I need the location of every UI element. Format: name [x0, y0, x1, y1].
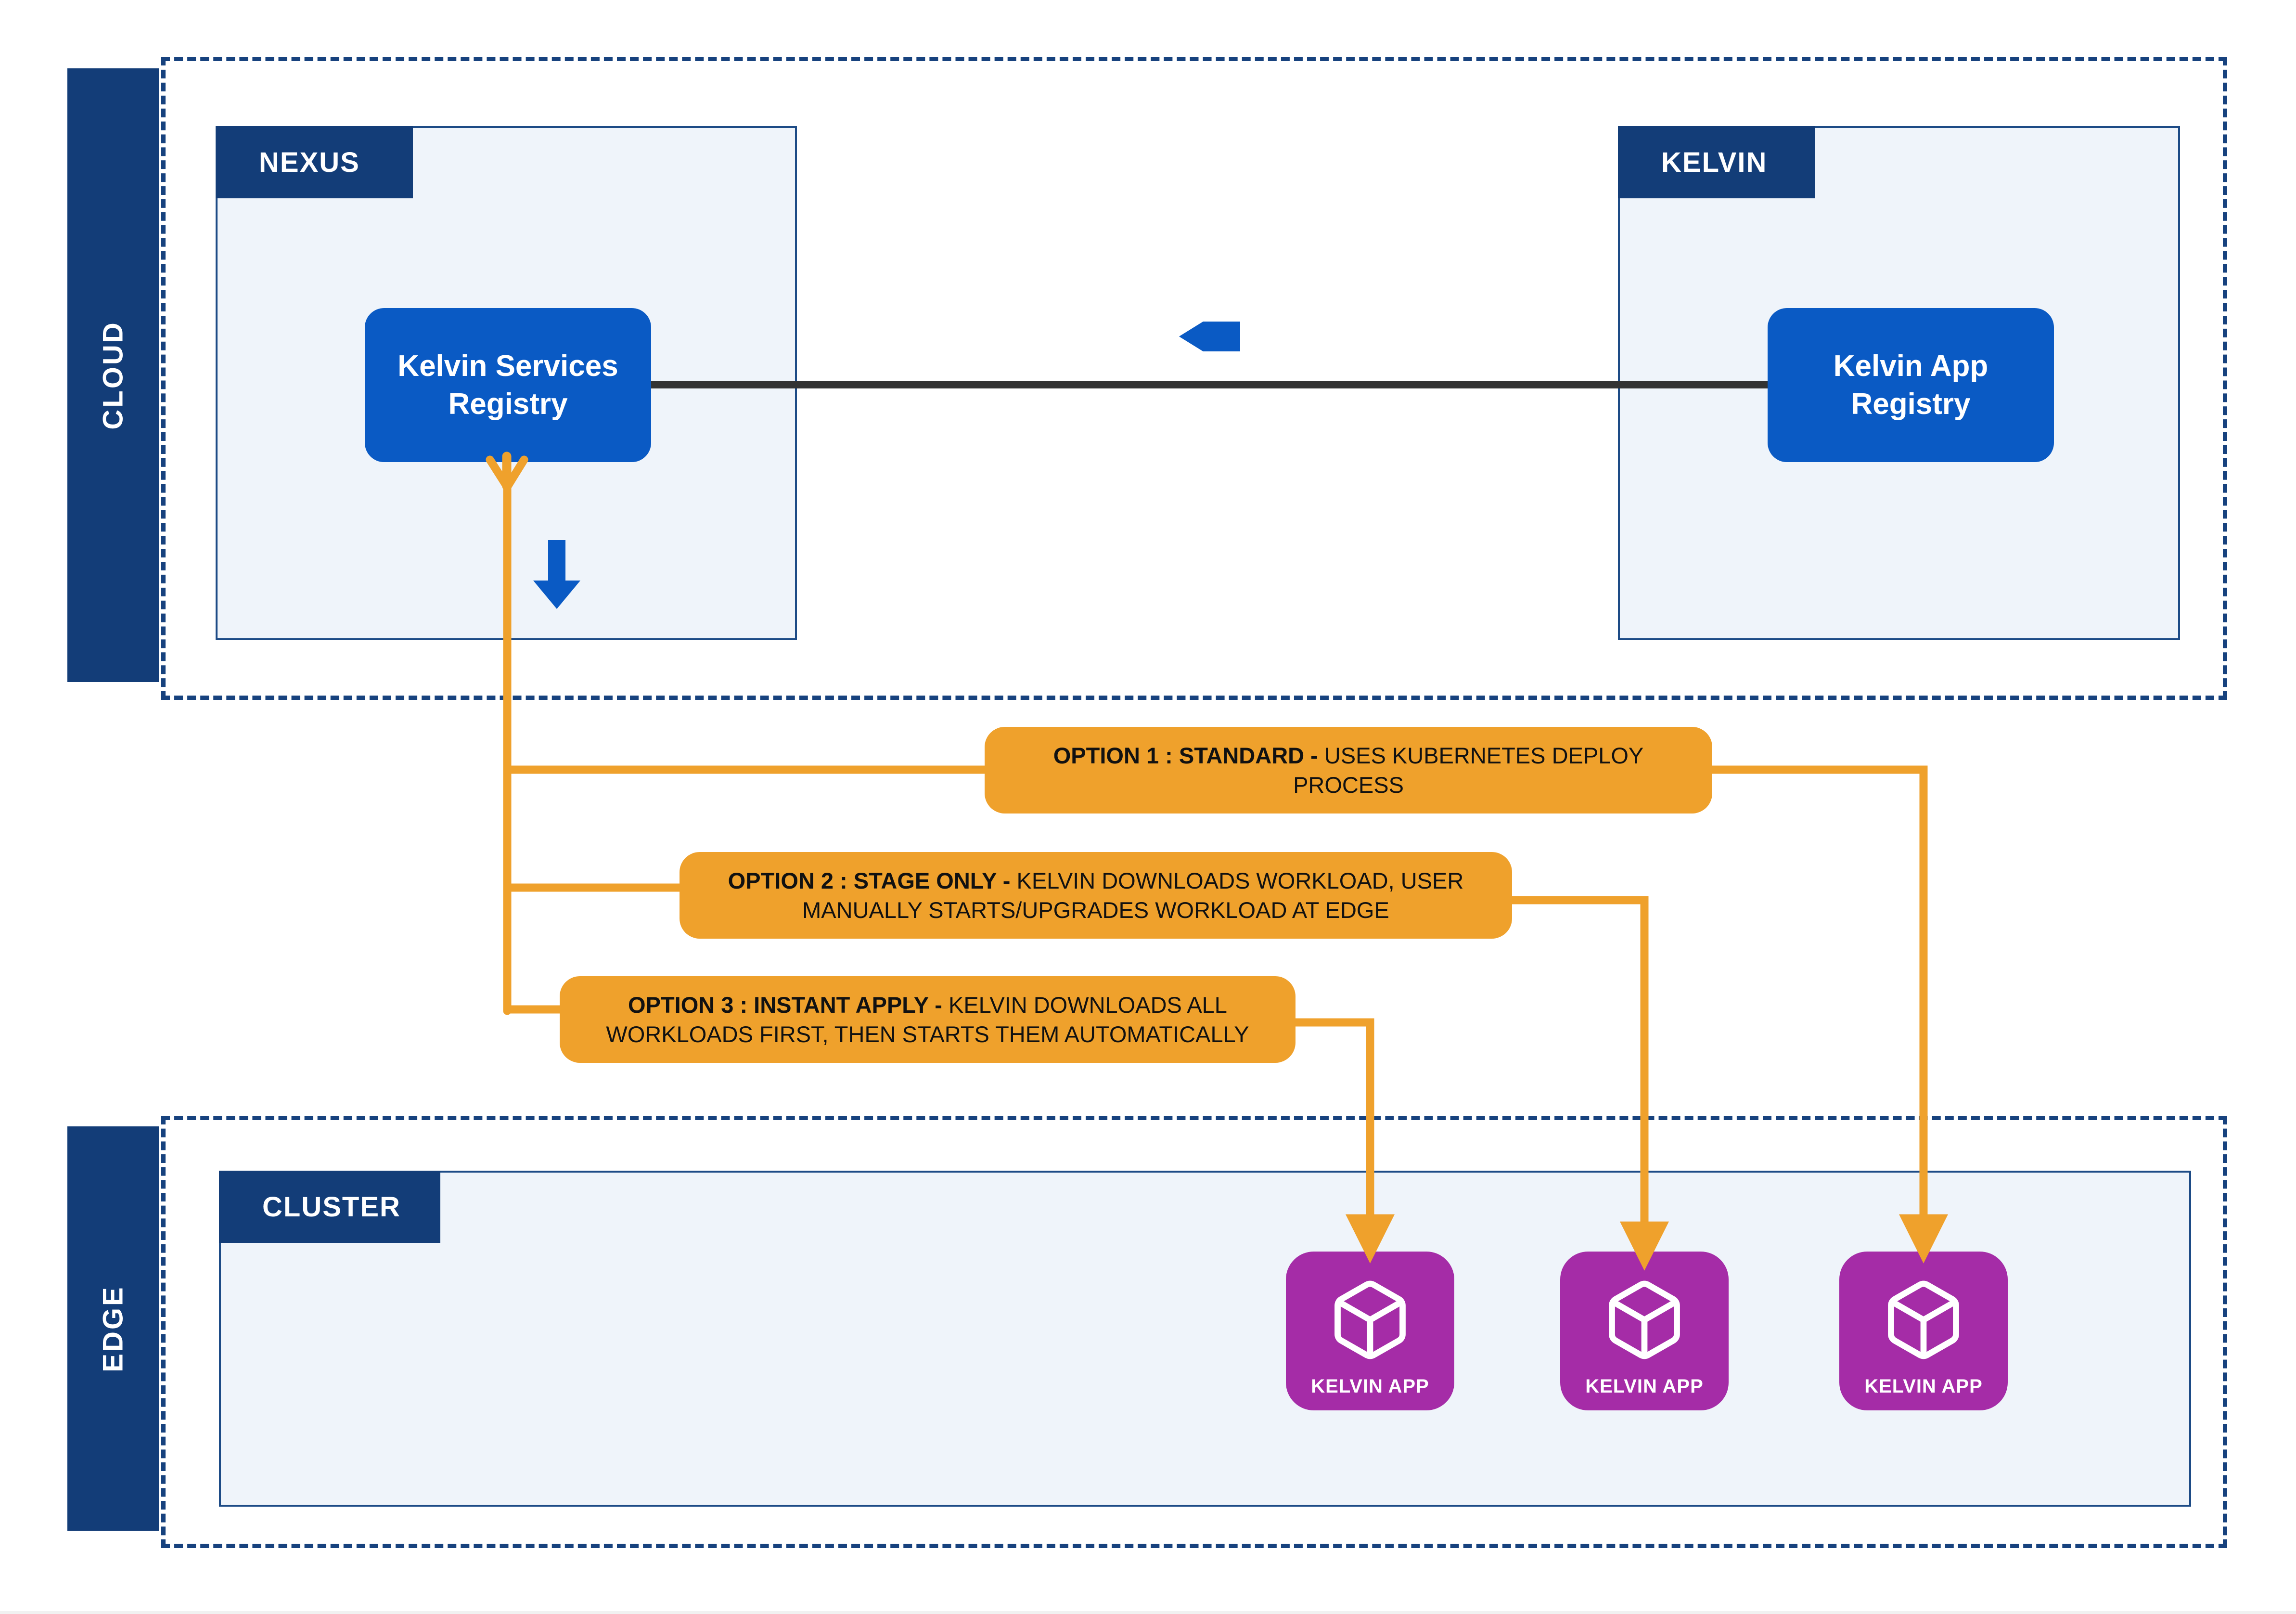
zone-edge-band: EDGE	[67, 1126, 159, 1531]
node-kelvin-app-registry-line1: Kelvin App	[1833, 349, 1988, 383]
panel-nexus-title-tag: NEXUS	[216, 126, 413, 198]
zone-cloud-label: CLOUD	[97, 321, 129, 430]
panel-kelvin-title-tag: KELVIN	[1618, 126, 1815, 198]
node-kelvin-app-registry[interactable]: Kelvin App Registry	[1768, 308, 2054, 462]
node-kelvin-services-registry[interactable]: Kelvin Services Registry	[365, 308, 651, 462]
cube-icon	[1327, 1277, 1413, 1363]
option-1-body: USES KUBERNETES DEPLOY PROCESS	[1293, 742, 1644, 798]
option-3-title: OPTION 3 : INSTANT APPLY -	[628, 992, 942, 1018]
node-kelvin-app-2[interactable]: KELVIN APP	[1560, 1252, 1729, 1410]
option-3-pill[interactable]: OPTION 3 : INSTANT APPLY - KELVIN DOWNLO…	[560, 976, 1296, 1063]
node-kelvin-services-registry-line2: Registry	[448, 387, 568, 421]
node-kelvin-services-registry-line1: Kelvin Services	[398, 349, 618, 383]
option-1-title: OPTION 1 : STANDARD -	[1053, 742, 1318, 768]
zone-cloud-band: CLOUD	[67, 68, 159, 682]
option-1-pill[interactable]: OPTION 1 : STANDARD - USES KUBERNETES DE…	[985, 727, 1712, 813]
node-kelvin-app-1[interactable]: KELVIN APP	[1286, 1252, 1454, 1410]
node-kelvin-app-registry-line2: Registry	[1851, 387, 1971, 421]
cube-icon	[1601, 1277, 1688, 1363]
zone-cloud	[161, 57, 2227, 700]
zone-edge	[161, 1116, 2227, 1548]
option-2-pill[interactable]: OPTION 2 : STAGE ONLY - KELVIN DOWNLOADS…	[680, 852, 1512, 939]
footer-divider	[0, 1611, 2296, 1614]
node-kelvin-app-3-label: KELVIN APP	[1864, 1376, 1983, 1397]
cube-icon	[1880, 1277, 1967, 1363]
zone-edge-label: EDGE	[97, 1285, 129, 1372]
node-kelvin-app-2-label: KELVIN APP	[1585, 1376, 1704, 1397]
panel-nexus-title: NEXUS	[259, 146, 360, 178]
panel-cluster-title-tag: CLUSTER	[219, 1171, 440, 1243]
panel-kelvin-title: KELVIN	[1661, 146, 1768, 178]
node-kelvin-app-1-label: KELVIN APP	[1311, 1376, 1429, 1397]
option-3-body: KELVIN DOWNLOADS ALL WORKLOADS FIRST, TH…	[606, 992, 1249, 1047]
node-kelvin-app-3[interactable]: KELVIN APP	[1839, 1252, 2008, 1410]
panel-cluster-title: CLUSTER	[262, 1191, 401, 1223]
option-2-title: OPTION 2 : STAGE ONLY -	[728, 867, 1011, 893]
option-2-body: KELVIN DOWNLOADS WORKLOAD, USER MANUALLY…	[802, 867, 1464, 923]
